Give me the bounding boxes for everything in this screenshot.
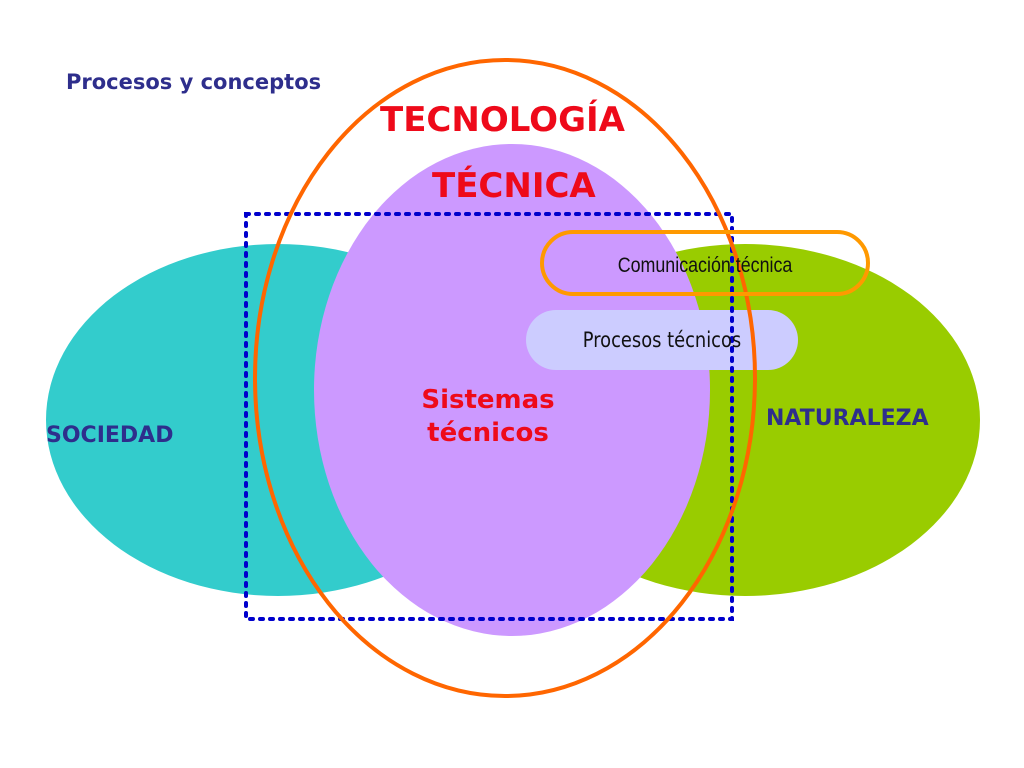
procesos-pill [526, 310, 798, 370]
sociedad-label: SOCIEDAD [46, 423, 174, 448]
naturaleza-label: NATURALEZA [766, 406, 929, 431]
diagram-heading: Procesos y conceptos [66, 70, 322, 94]
dotted-border [244, 212, 734, 621]
tecnologia-outline [253, 58, 757, 698]
tecnologia-label: TECNOLOGÍA [380, 100, 625, 140]
tecnica-ellipse [314, 144, 710, 636]
tecnica-label: TÉCNICA [432, 166, 596, 206]
comunicacion-tecnica-label: Comunicación técnica [617, 254, 793, 277]
comunicacion-outline [540, 230, 870, 296]
sistemas-line-1: Sistemas [421, 385, 555, 415]
sistemas-tecnicos-label: Sistemas técnicos [400, 384, 576, 450]
sistemas-line-2: técnicos [427, 418, 549, 448]
procesos-tecnicos-label: Procesos técnicos [582, 328, 742, 352]
